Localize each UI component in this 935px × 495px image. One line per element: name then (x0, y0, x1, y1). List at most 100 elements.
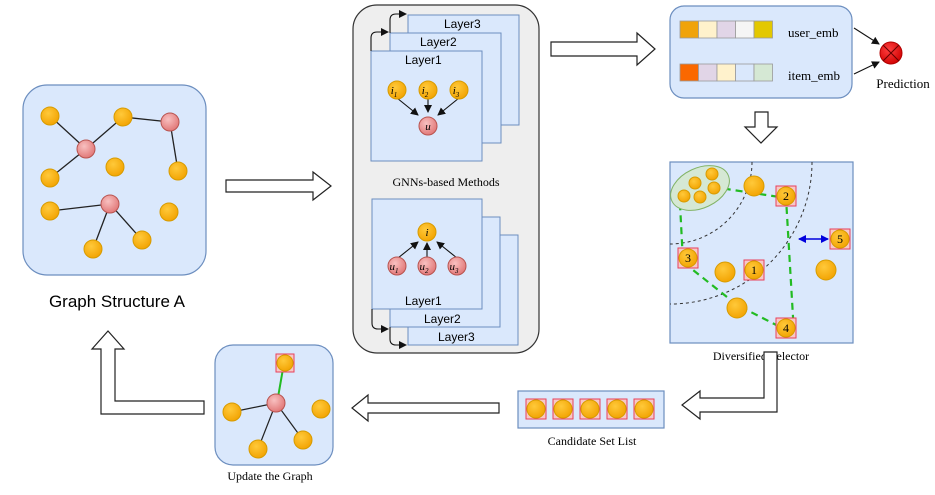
candidate-set-panel: Candidate Set List (517, 390, 665, 448)
aggregation-edge (437, 97, 460, 116)
user-emb-cell (735, 20, 755, 39)
layer1-label: Layer1 (405, 53, 442, 67)
user-node-u (418, 116, 438, 136)
layer3-label: Layer3 (444, 17, 481, 31)
item-node (113, 107, 133, 127)
item-node (677, 189, 691, 203)
item-node (132, 230, 152, 250)
item-node (744, 260, 764, 280)
selector-caption: Diversified Selector (713, 349, 809, 363)
item-node (693, 190, 707, 204)
item-node (159, 202, 179, 222)
user-node (100, 194, 120, 214)
update-graph-caption: Update the Graph (227, 469, 312, 483)
node-label-u1: u1 (390, 261, 399, 275)
gnn-panel: Layer3 Layer2 Layer1 i1 i2 i3 u GNNs-bas… (352, 4, 540, 354)
prediction-operator-icon (879, 41, 903, 65)
user-node (266, 393, 286, 413)
candidate-rank-label: 5 (837, 232, 843, 246)
item-node (776, 318, 796, 338)
item-node (743, 175, 765, 197)
item-node (105, 157, 125, 177)
candidate-rank-label: 2 (783, 189, 789, 203)
user-emb-label: user_emb (788, 25, 839, 40)
graph-structure-panel: Graph Structure A (22, 84, 207, 311)
node-label-i3: i3 (453, 85, 460, 99)
item-emb-label: item_emb (788, 68, 840, 83)
user-node (76, 139, 96, 159)
node-label-u2: u2 (420, 261, 430, 275)
layer2-label: Layer2 (424, 312, 461, 326)
user-emb-cell (698, 20, 718, 39)
update-graph-panel: Update the Graph (214, 344, 334, 483)
item-emb-cell (698, 63, 718, 82)
gnn-top-stack: Layer3 Layer2 Layer1 i1 i2 i3 u (370, 10, 520, 162)
item-emb-cell (679, 63, 699, 82)
node-label-i: i (425, 227, 428, 239)
item-emb-cell (716, 63, 736, 82)
item-node (607, 399, 627, 419)
gnn-caption: GNNs-based Methods (393, 175, 500, 189)
item-node (726, 297, 748, 319)
arrow-to-embeddings (550, 31, 656, 67)
item-node (553, 399, 573, 419)
graph-structure-label: Graph Structure A (49, 292, 186, 311)
layer3-label: Layer3 (438, 330, 475, 344)
graph-user-nodes (76, 112, 180, 214)
node-label-u: u (425, 121, 431, 133)
item-node (580, 399, 600, 419)
layer-connector-arrow (371, 309, 389, 333)
candidate-list-item (633, 398, 655, 420)
item-node (40, 106, 60, 126)
aggregation-edge (396, 97, 419, 116)
gnn-bottom-stack: Layer3 Layer2 Layer1 i u1 u2 u3 (371, 198, 519, 349)
item-node (634, 399, 654, 419)
embeddings-panel: user_emb item_emb Prediction (669, 5, 930, 99)
arrow-to-update-graph (351, 393, 500, 423)
item-node (714, 261, 736, 283)
candidate-list-item (525, 398, 547, 420)
candidate-list-item (579, 398, 601, 420)
candidate-list-item (552, 398, 574, 420)
candidate-rank-label: 1 (751, 263, 757, 277)
user-to-prediction-arrow (853, 27, 880, 45)
layer-connector-arrow (389, 327, 407, 349)
item-node (678, 248, 698, 268)
item-node (830, 229, 850, 249)
node-label-i1: i1 (391, 85, 398, 99)
layer1-card (370, 50, 483, 162)
item-node (311, 399, 331, 419)
user-embedding-vector (679, 20, 773, 39)
item-node-i2 (418, 80, 438, 100)
item-node (222, 402, 242, 422)
candidate-1: 1 (743, 259, 765, 281)
arrow-to-candidate-list (681, 351, 778, 421)
prediction-label: Prediction (876, 76, 930, 91)
selected-candidates: 1 2 3 4 5 (677, 185, 851, 339)
item-node (526, 399, 546, 419)
item-node (248, 439, 268, 459)
aggregation-edge (436, 241, 458, 259)
candidate-2: 2 (775, 185, 797, 207)
diversified-selector-panel: 1 2 3 4 5 Diversified Selector (669, 161, 854, 363)
item-node (815, 259, 837, 281)
user-node-u2 (417, 256, 437, 276)
candidate-4: 4 (775, 317, 797, 339)
candidate-list-items (525, 398, 655, 420)
graph-item-nodes (40, 106, 188, 259)
node-label-i2: i2 (422, 85, 429, 99)
item-node (705, 167, 719, 181)
item-node (83, 239, 103, 259)
item-node (776, 186, 796, 206)
user-node-u1 (387, 256, 407, 276)
item-node (707, 181, 721, 195)
embeddings-background (669, 5, 853, 99)
user-emb-cell (679, 20, 699, 39)
new-item-node (276, 354, 294, 372)
item-embedding-vector (679, 63, 773, 82)
candidate-rank-label: 3 (685, 251, 691, 265)
item-emb-cell (735, 63, 755, 82)
item-node-i3 (449, 80, 469, 100)
item-emb-cell (753, 63, 773, 82)
candidate-list-item (606, 398, 628, 420)
